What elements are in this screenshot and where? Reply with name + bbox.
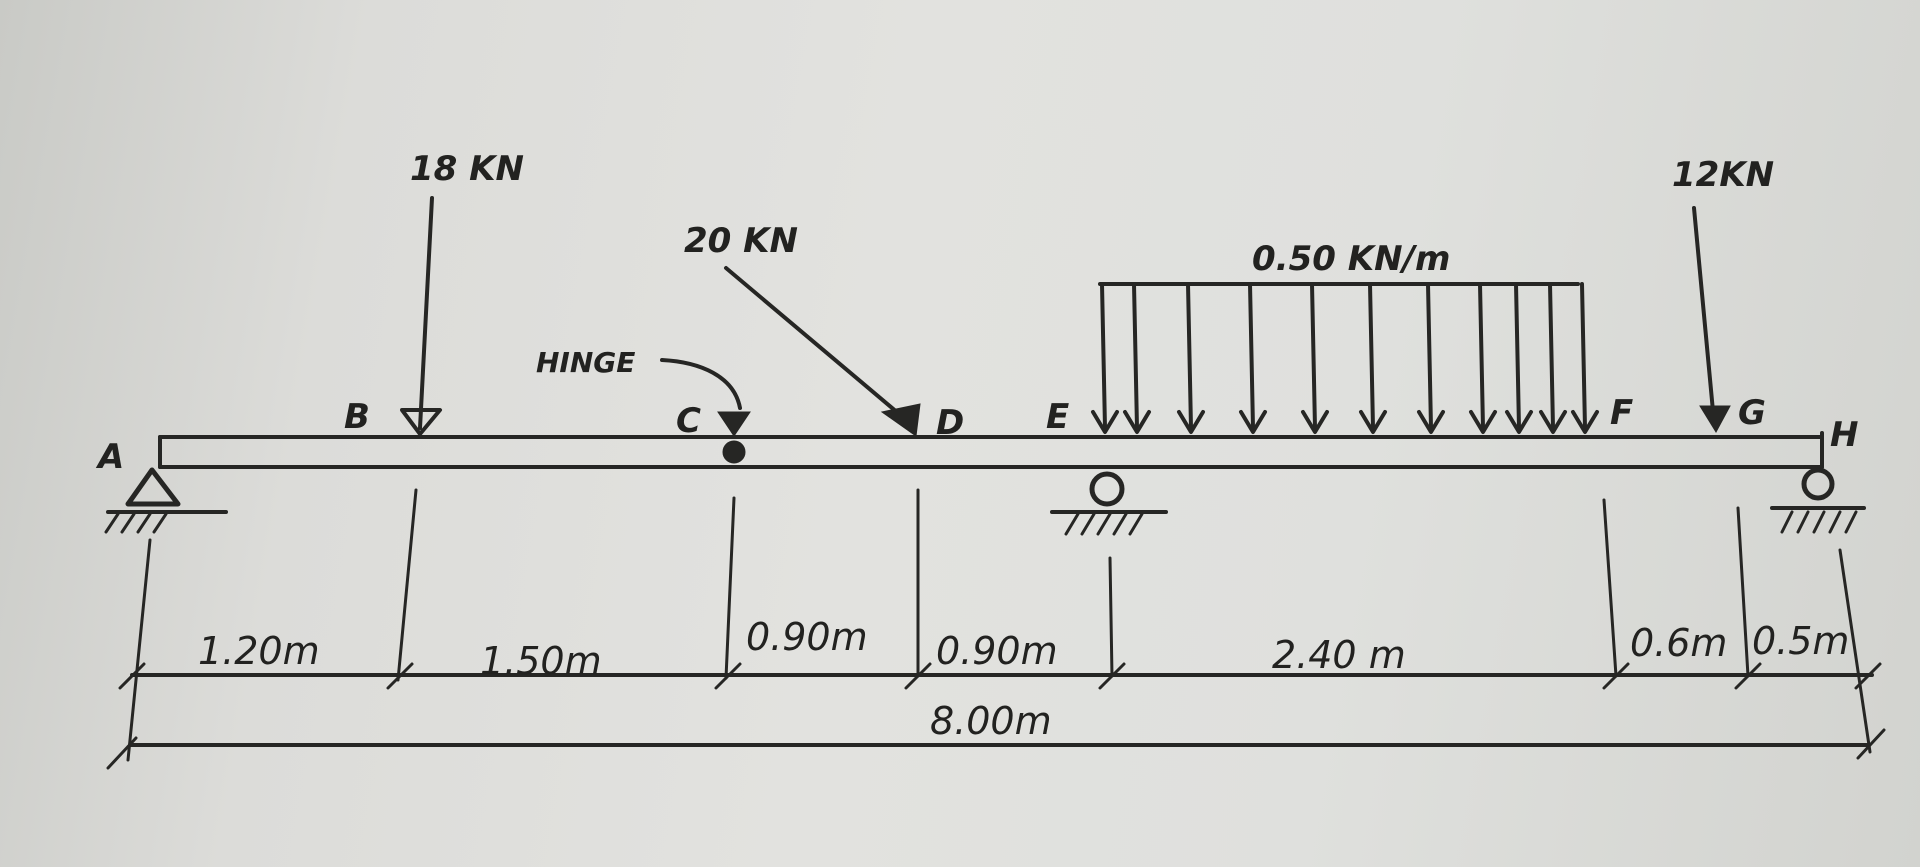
load-label-d: 20 KN (684, 221, 798, 261)
roller-support-h (1770, 467, 1866, 534)
dim-label-gh: 0.5m (1752, 619, 1849, 663)
dim-label-ab: 1.20m (198, 629, 320, 673)
udl-label: 0.50 KN/m (1252, 239, 1450, 279)
udl-arrow (1248, 282, 1255, 430)
udl-arrowhead (1123, 410, 1151, 434)
udl-arrowhead (1239, 410, 1267, 434)
roller-support-e (1050, 471, 1168, 536)
udl-arrowhead (1177, 410, 1205, 434)
point-label-d: D (936, 403, 964, 443)
udl-arrow (1478, 282, 1485, 430)
udl-arrowhead (1505, 410, 1533, 434)
udl-arrow (1514, 282, 1521, 430)
point-label-f: F (1610, 393, 1633, 433)
load-label-g: 12KN (1672, 155, 1774, 195)
load-arrow-d (724, 266, 921, 437)
point-label-a: A (95, 437, 124, 477)
udl-arrow (1310, 282, 1317, 430)
point-labels: A B C D E F G H (95, 393, 1858, 477)
udl-arrowhead (1359, 410, 1387, 434)
point-label-c: C (676, 401, 701, 441)
point-label-h: H (1830, 415, 1858, 455)
udl-arrow (1580, 282, 1587, 430)
beam (158, 431, 1824, 469)
hinge-pointer (660, 358, 742, 410)
dim-label-fg: 0.6m (1630, 621, 1727, 665)
dimension-extension-lines (126, 488, 1872, 762)
dimension-labels: 1.20m 1.50m 0.90m 0.90m 2.40 m 0.6m 0.5m… (198, 615, 1849, 743)
dim-label-total: 8.00m (930, 699, 1052, 743)
dim-label-cd: 0.90m (746, 615, 868, 659)
udl-arrowhead (1571, 410, 1599, 434)
hinge-c (717, 411, 751, 464)
udl-arrow (1426, 282, 1433, 430)
udl-arrow (1548, 282, 1555, 430)
dim-label-de: 0.90m (936, 629, 1058, 673)
load-labels: 18 KN 20 KN 12KN 0.50 KN/m HINGE (410, 149, 1774, 379)
udl-arrowhead (1469, 410, 1497, 434)
udl-arrow (1186, 282, 1193, 430)
load-arrow-g (1692, 206, 1731, 434)
udl-arrowhead (1417, 410, 1445, 434)
dim-label-bc: 1.50m (480, 639, 602, 683)
point-label-g: G (1738, 393, 1766, 433)
udl-arrowhead (1539, 410, 1567, 434)
hinge-note: HINGE (536, 346, 635, 379)
point-label-e: E (1046, 397, 1069, 437)
udl-arrowhead (1091, 410, 1119, 434)
pin-support-a (104, 467, 228, 534)
point-label-b: B (344, 397, 370, 437)
dimension-lines (106, 662, 1886, 770)
udl-arrowhead (1301, 410, 1329, 434)
dim-label-ef: 2.40 m (1272, 633, 1406, 677)
load-arrow-b (400, 196, 442, 436)
load-label-b: 18 KN (410, 149, 524, 189)
udl-load (1091, 282, 1599, 434)
udl-arrow (1368, 282, 1375, 430)
udl-arrow (1100, 282, 1107, 430)
udl-arrow (1132, 282, 1139, 430)
